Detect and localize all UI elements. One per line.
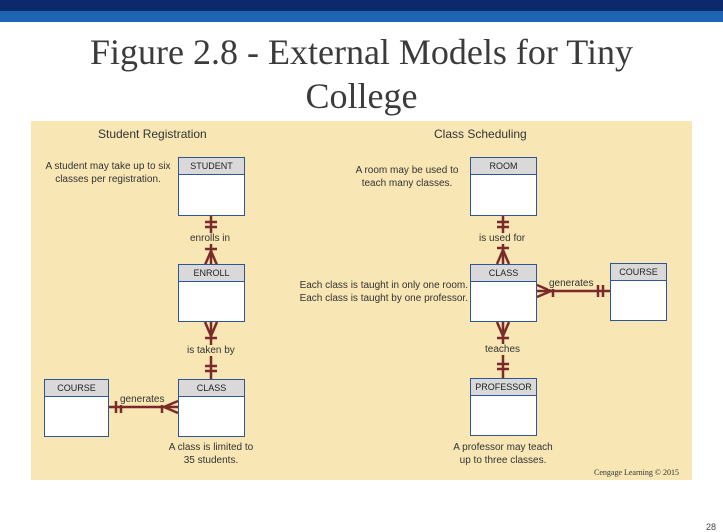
entity-room: ROOM — [470, 157, 537, 216]
note-student-line-1: A student may take up to six — [45, 161, 171, 172]
rel-is-taken-by: is taken by — [186, 345, 236, 356]
class-scheduling-title: Class Scheduling — [434, 127, 527, 141]
note-class-right-line-2: Each class is taught by one professor. — [299, 293, 468, 304]
line-class-course — [536, 283, 610, 299]
note-student: A student may take up to six classes per… — [40, 160, 176, 186]
rel-generates-left: generates — [119, 394, 166, 405]
top-band-light — [0, 11, 723, 22]
entity-professor: PROFESSOR — [470, 378, 537, 436]
credit-text: Cengage Learning © 2015 — [594, 468, 679, 477]
note-class-right: Each class is taught in only one room. E… — [276, 279, 468, 305]
page-number: 28 — [706, 522, 717, 532]
rel-generates-right: generates — [548, 278, 595, 289]
entity-professor-label: PROFESSOR — [471, 379, 536, 396]
entity-course-right-label: COURSE — [611, 264, 666, 281]
entity-course-left-label: COURSE — [45, 380, 108, 397]
note-class-right-line-1: Each class is taught in only one room. — [299, 280, 468, 291]
note-class-left-line-2: 35 students. — [183, 455, 239, 466]
note-room: A room may be used to teach many classes… — [346, 164, 468, 190]
note-student-line-2: classes per registration. — [55, 174, 161, 185]
entity-course-right: COURSE — [610, 263, 667, 321]
note-room-line-1: A room may be used to — [355, 165, 459, 176]
slide-title-line-2: College — [305, 76, 418, 116]
top-band-dark — [0, 0, 723, 11]
note-room-line-2: teach many classes. — [361, 178, 453, 189]
entity-enroll-label: ENROLL — [179, 265, 244, 282]
entity-class-right-label: CLASS — [471, 265, 536, 282]
entity-student: STUDENT — [178, 157, 245, 216]
entity-class-right: CLASS — [470, 264, 537, 322]
slide-title: Figure 2.8 - External Models for Tiny Co… — [0, 30, 723, 118]
slide-title-line-1: Figure 2.8 - External Models for Tiny — [90, 32, 633, 72]
entity-class-left: CLASS — [178, 379, 245, 437]
line-course-class — [109, 399, 179, 415]
rel-enrolls-in: enrolls in — [189, 233, 232, 244]
note-professor: A professor may teach up to three classe… — [440, 441, 566, 467]
note-class-left-line-1: A class is limited to — [168, 442, 254, 453]
entity-course-left: COURSE — [44, 379, 109, 437]
entity-student-label: STUDENT — [179, 158, 244, 175]
rel-is-used-for: is used for — [478, 233, 527, 244]
entity-enroll: ENROLL — [178, 264, 245, 322]
note-professor-line-1: A professor may teach — [453, 442, 553, 453]
diagram-panel — [31, 121, 692, 480]
entity-room-label: ROOM — [471, 158, 536, 175]
note-class-left: A class is limited to 35 students. — [156, 441, 266, 467]
note-professor-line-2: up to three classes. — [459, 455, 547, 466]
student-registration-title: Student Registration — [98, 127, 207, 141]
rel-teaches: teaches — [484, 344, 522, 355]
entity-class-left-label: CLASS — [179, 380, 244, 397]
